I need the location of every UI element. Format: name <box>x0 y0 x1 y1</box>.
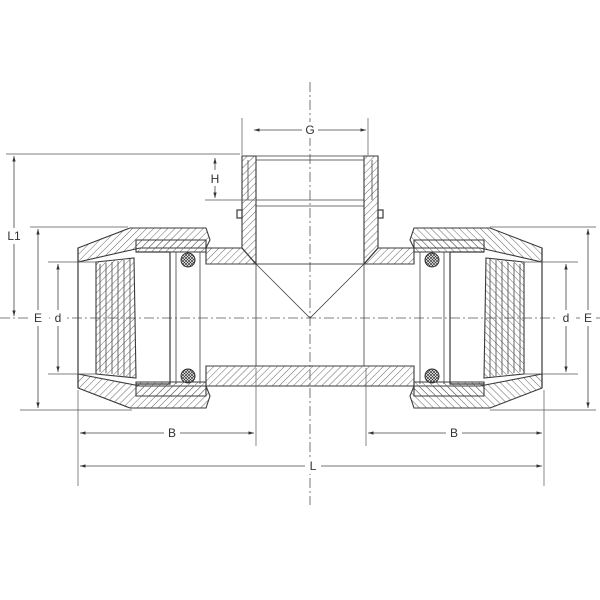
dim-label-b-right: B <box>450 426 458 440</box>
right-compression-end <box>409 227 543 409</box>
dim-label-l: L <box>310 459 317 473</box>
dim-label-d-left: d <box>55 311 62 325</box>
dim-label-e-left: E <box>34 311 42 325</box>
dim-label-l1: L1 <box>7 229 21 243</box>
branch-outlet <box>236 155 384 319</box>
dim-label-e-right: E <box>584 311 592 325</box>
left-grip-ring-teeth <box>99 259 131 377</box>
extension-lines <box>6 118 596 486</box>
dimension-labels: G H L1 E d d E B B L <box>3 122 596 474</box>
left-compression-end <box>77 227 211 409</box>
dim-label-g: G <box>305 123 314 137</box>
main-body <box>205 247 415 387</box>
dim-label-d-right: d <box>563 311 570 325</box>
dim-label-h: H <box>211 172 220 186</box>
branch-thread-lines <box>247 160 373 207</box>
dim-label-b-left: B <box>168 426 176 440</box>
